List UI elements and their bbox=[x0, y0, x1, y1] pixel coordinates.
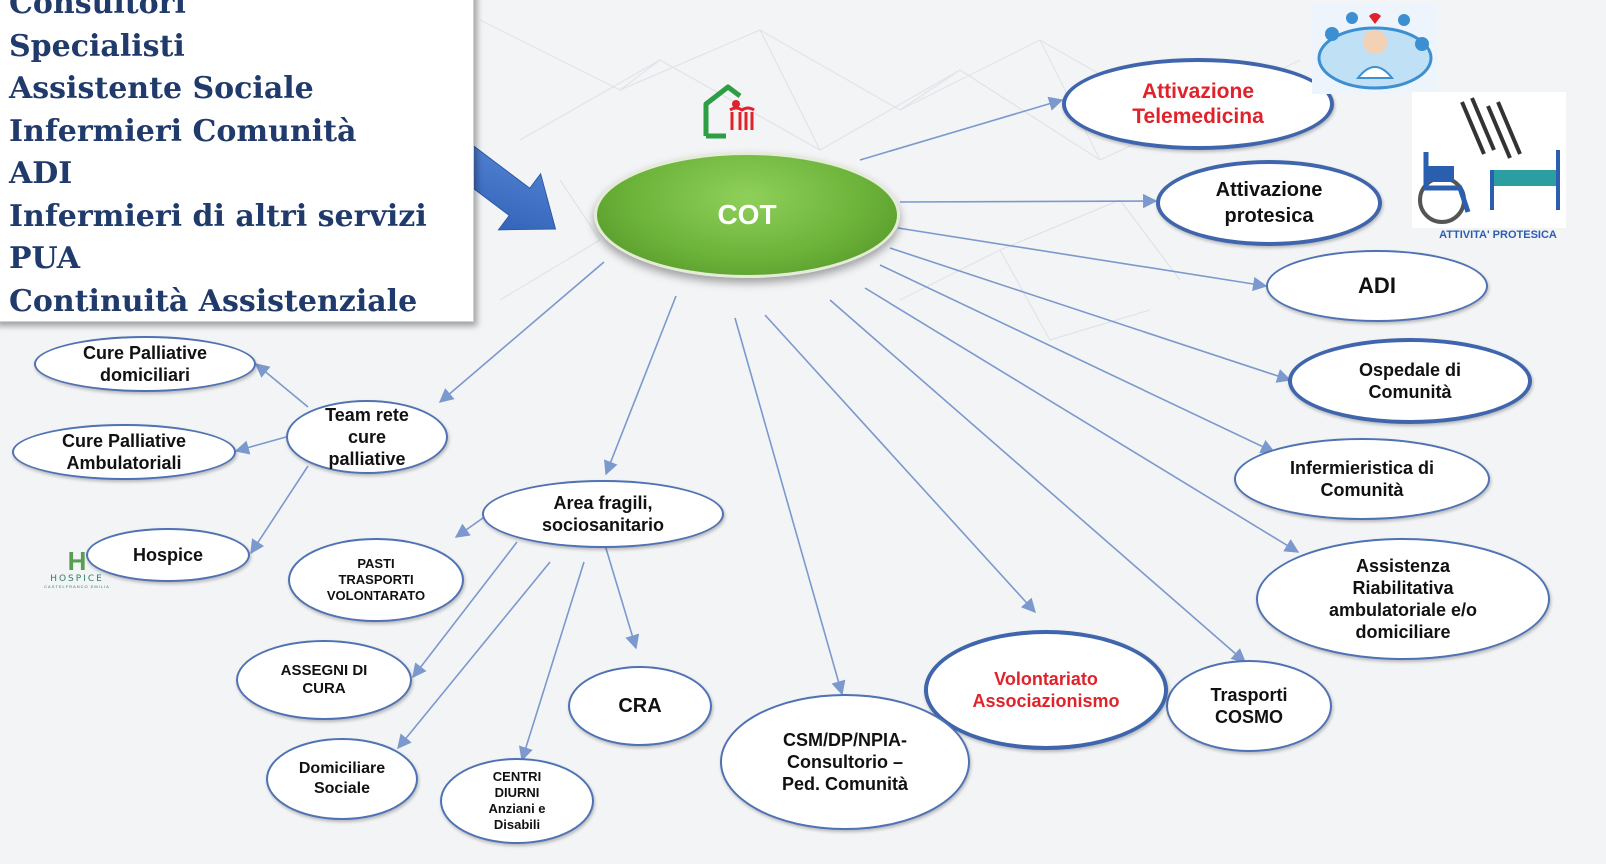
connector-ospedale bbox=[889, 247, 1292, 383]
node-domiciliare-sociale: Domiciliare Sociale bbox=[266, 738, 418, 820]
node-volontariato-associazionismo: Volontariato Associazionismo bbox=[924, 630, 1168, 750]
connector-domiciliare bbox=[397, 561, 551, 750]
connector-adi bbox=[897, 227, 1268, 292]
connector-centri bbox=[519, 561, 585, 762]
list-item: Continuità Assistenziale bbox=[9, 283, 418, 319]
node-ospedale-di-comunita: Ospedale di Comunità bbox=[1288, 338, 1532, 424]
list-item: Assistente Sociale bbox=[9, 71, 314, 106]
connector-trasporti bbox=[829, 299, 1247, 663]
list-item: Infermieri di altri servizi bbox=[9, 198, 427, 234]
node-pasti-trasporti-volontarato: PASTI TRASPORTI VOLONTARATO bbox=[288, 538, 464, 622]
list-item: Consultori bbox=[9, 0, 186, 21]
node-team-rete-cure-palliative: Team rete cure palliative bbox=[286, 400, 448, 474]
list-item: Specialisti bbox=[9, 28, 185, 64]
cot-hub: COT bbox=[594, 152, 900, 278]
connector-telemedicina bbox=[859, 96, 1064, 161]
node-area-fragili: Area fragili, sociosanitario bbox=[482, 480, 724, 548]
connector-infermieristica bbox=[879, 264, 1276, 453]
telemedicine-illustration-icon bbox=[1312, 4, 1438, 94]
cot-house-logo-icon bbox=[703, 84, 755, 139]
hospice-logo: H HOSPICE CASTELFRANCO EMILIA bbox=[30, 548, 124, 589]
connector-cra bbox=[604, 544, 640, 650]
list-item: PUA bbox=[9, 241, 81, 276]
list-item: ADI bbox=[9, 156, 73, 191]
connector-team bbox=[438, 261, 605, 403]
prosthetics-illustration-icon bbox=[1412, 92, 1566, 228]
connector-protesica bbox=[899, 193, 1158, 209]
hospice-logo-subtext: CASTELFRANCO EMILIA bbox=[44, 584, 110, 589]
connector-riabilitativa bbox=[864, 287, 1300, 553]
node-attivazione-telemedicina: Attivazione Telemedicina bbox=[1062, 58, 1334, 150]
professionals-list-box: Consultori Specialisti Assistente Social… bbox=[0, 0, 474, 322]
node-cure-palliative-domiciliari: Cure Palliative domiciliari bbox=[34, 336, 256, 392]
hospice-logo-text: HOSPICE bbox=[50, 574, 104, 584]
node-adi: ADI bbox=[1266, 250, 1488, 322]
connector-volontariato bbox=[764, 314, 1036, 614]
node-cra: CRA bbox=[568, 666, 712, 746]
professionals-list: Consultori Specialisti Assistente Social… bbox=[9, 0, 473, 323]
node-hospice: Hospice bbox=[86, 528, 250, 582]
node-cure-palliative-ambulatoriali: Cure Palliative Ambulatoriali bbox=[12, 424, 236, 480]
node-centri-diurni: CENTRI DIURNI Anziani e Disabili bbox=[440, 758, 594, 844]
node-assegni-di-cura: ASSEGNI DI CURA bbox=[236, 640, 412, 720]
connector-csm bbox=[734, 317, 846, 696]
connector-cp-dom bbox=[254, 363, 309, 408]
node-infermieristica-di-comunita: Infermieristica di Comunità bbox=[1234, 438, 1490, 520]
node-trasporti-cosmo: Trasporti COSMO bbox=[1166, 660, 1332, 752]
connector-hospice bbox=[250, 465, 309, 555]
node-csm-dp-npia: CSM/DP/NPIA- Consultorio – Ped. Comunità bbox=[720, 694, 970, 830]
node-attivazione-protesica: Attivazione protesica bbox=[1156, 160, 1382, 246]
connector-area-fragili bbox=[604, 295, 677, 476]
connector-cp-amb bbox=[234, 436, 287, 455]
list-item: Infermieri Comunità bbox=[9, 113, 357, 149]
hospice-logo-mark-icon: H bbox=[67, 546, 87, 576]
connector-assegni bbox=[412, 541, 518, 679]
protesica-caption: ATTIVITA' PROTESICA bbox=[1439, 229, 1557, 241]
node-assistenza-riabilitativa: Assistenza Riabilitativa ambulatoriale e… bbox=[1256, 538, 1550, 660]
